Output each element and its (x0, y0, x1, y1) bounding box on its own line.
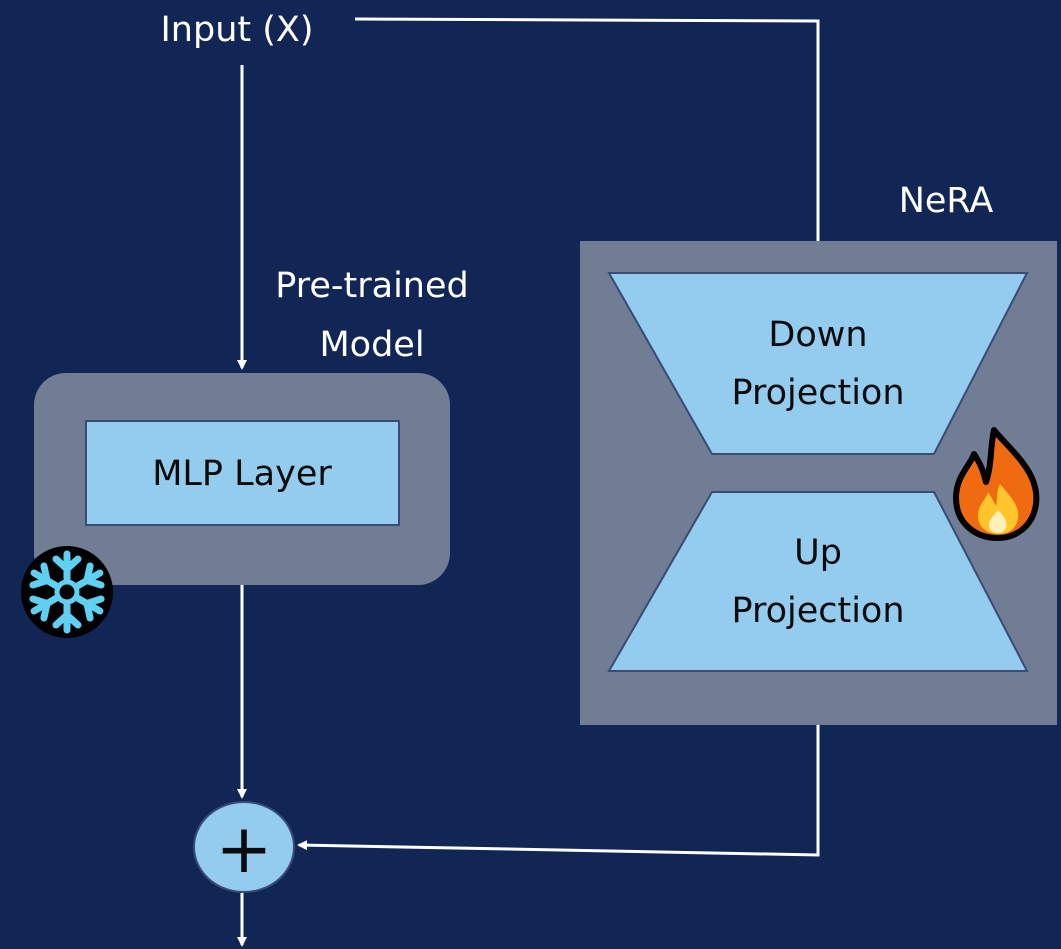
down-projection-label-line1: Down (768, 315, 867, 355)
down-projection-block (607, 272, 1029, 455)
pretrained-label-line1: Pre-trained (275, 266, 469, 306)
pretrained-label-line2: Model (319, 325, 424, 365)
sum-node (193, 801, 295, 893)
up-projection-label-line2: Projection (731, 591, 904, 631)
down-projection-label-line2: Projection (731, 373, 904, 413)
connections (237, 17, 823, 947)
input-to-nera-arrow (354, 17, 823, 270)
sum-symbol: + (216, 810, 273, 889)
input-label: Input (X) (160, 10, 313, 50)
mlp-layer-block (85, 420, 400, 526)
up-projection-block (607, 491, 1029, 672)
nera-label: NeRA (899, 181, 994, 221)
nera-to-sum-arrow (297, 672, 820, 857)
snowflake-icon (21, 546, 113, 638)
fire-icon (953, 427, 1040, 541)
up-projection-label-line1: Up (794, 533, 842, 573)
mlp-layer-label: MLP Layer (152, 454, 332, 494)
